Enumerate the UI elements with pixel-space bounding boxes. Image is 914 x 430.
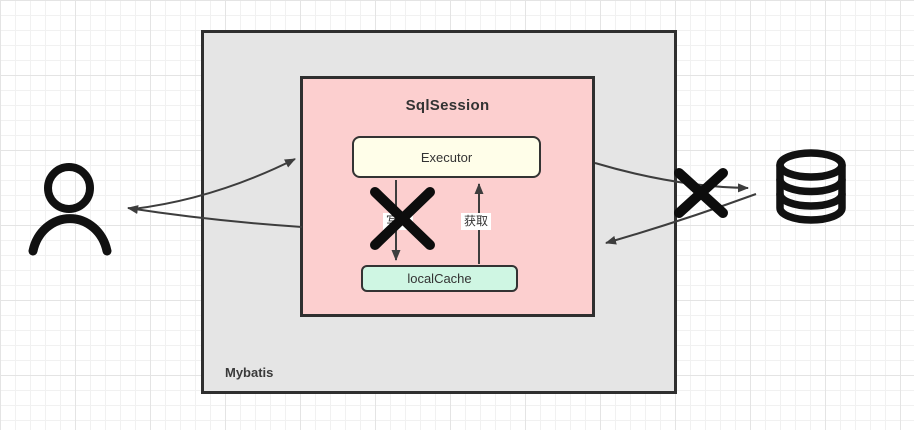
cross-out-database-icon (674, 168, 728, 218)
database-icon (776, 149, 846, 224)
get-edge-label: 获取 (461, 213, 492, 230)
executor-node: Executor (352, 136, 541, 178)
sqlsession-title: SqlSession (405, 97, 490, 114)
user-icon (28, 163, 112, 256)
store-edge-label: 写入 (383, 213, 414, 230)
mybatis-label: Mybatis (225, 365, 274, 380)
localcache-node: localCache (361, 265, 518, 292)
